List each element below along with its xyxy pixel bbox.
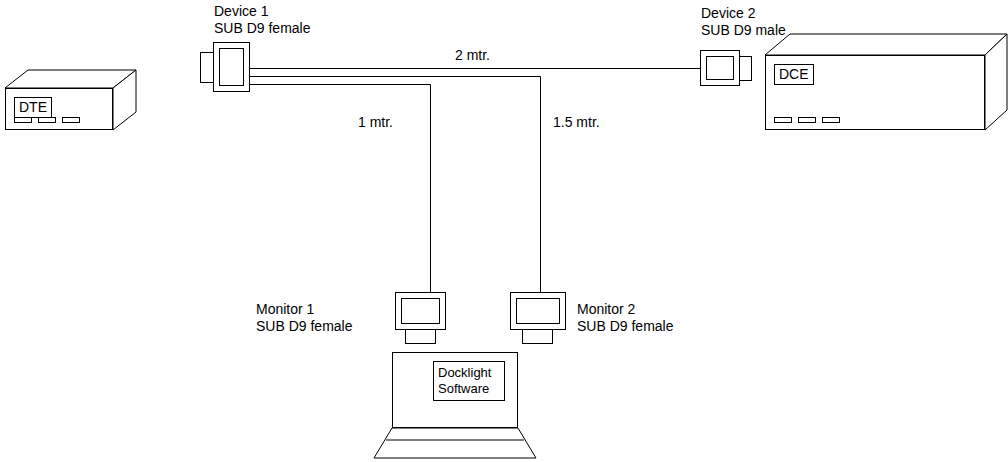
cable-line bbox=[250, 85, 431, 293]
device-name: Device 2 bbox=[701, 5, 786, 22]
indicator-lamp bbox=[774, 117, 792, 123]
indicator-lamp bbox=[62, 117, 80, 123]
connector-tab bbox=[406, 330, 436, 344]
connector-label: Monitor 2SUB D9 female bbox=[577, 301, 673, 335]
connector-type: SUB D9 female bbox=[577, 318, 673, 335]
connector-type: SUB D9 female bbox=[256, 318, 352, 335]
connector-tab bbox=[523, 330, 553, 344]
cable-length: 1.5 mtr. bbox=[551, 114, 602, 131]
device-name: Device 1 bbox=[214, 3, 310, 20]
screen-text: Docklight Software bbox=[433, 361, 505, 401]
indicator-lamp bbox=[798, 117, 816, 123]
dce-device: DCE bbox=[765, 55, 985, 130]
dte-side-face bbox=[113, 70, 136, 130]
cable-length: 2 mtr. bbox=[453, 47, 492, 64]
device-label: DCE bbox=[774, 64, 814, 85]
connector-type: SUB D9 male bbox=[701, 22, 786, 39]
dce-side-face bbox=[985, 34, 1007, 130]
indicator-lamp bbox=[822, 117, 840, 123]
connector-tab bbox=[201, 53, 214, 83]
connector-label: Monitor 1SUB D9 female bbox=[256, 301, 352, 335]
dte-device: DTE bbox=[5, 88, 113, 130]
sub-d9-connector: Device 2SUB D9 male bbox=[700, 50, 740, 86]
cable-line bbox=[250, 68, 700, 69]
connector-type: SUB D9 female bbox=[214, 20, 310, 37]
device-name: Monitor 2 bbox=[577, 301, 673, 318]
connector-tab bbox=[740, 57, 752, 81]
connector-shell bbox=[219, 48, 244, 86]
device-name: Monitor 1 bbox=[256, 301, 352, 318]
laptop-keyboard-edge bbox=[386, 440, 524, 441]
laptop-screen: Docklight Software bbox=[392, 352, 518, 428]
cable-length: 1 mtr. bbox=[356, 114, 395, 131]
connector-label: Device 1SUB D9 female bbox=[214, 3, 310, 37]
laptop-base bbox=[374, 428, 536, 458]
dce-top-face bbox=[765, 34, 1007, 55]
connector-label: Device 2SUB D9 male bbox=[701, 5, 786, 39]
sub-d9-connector: Monitor 2SUB D9 female bbox=[510, 292, 566, 330]
cable-line bbox=[250, 77, 541, 293]
connector-shell bbox=[401, 298, 440, 324]
connector-shell bbox=[706, 56, 734, 80]
sub-d9-connector: Monitor 1SUB D9 female bbox=[395, 292, 446, 330]
sub-d9-connector: Device 1SUB D9 female bbox=[213, 42, 250, 92]
connector-shell bbox=[516, 298, 560, 324]
device-label: DTE bbox=[14, 97, 52, 118]
